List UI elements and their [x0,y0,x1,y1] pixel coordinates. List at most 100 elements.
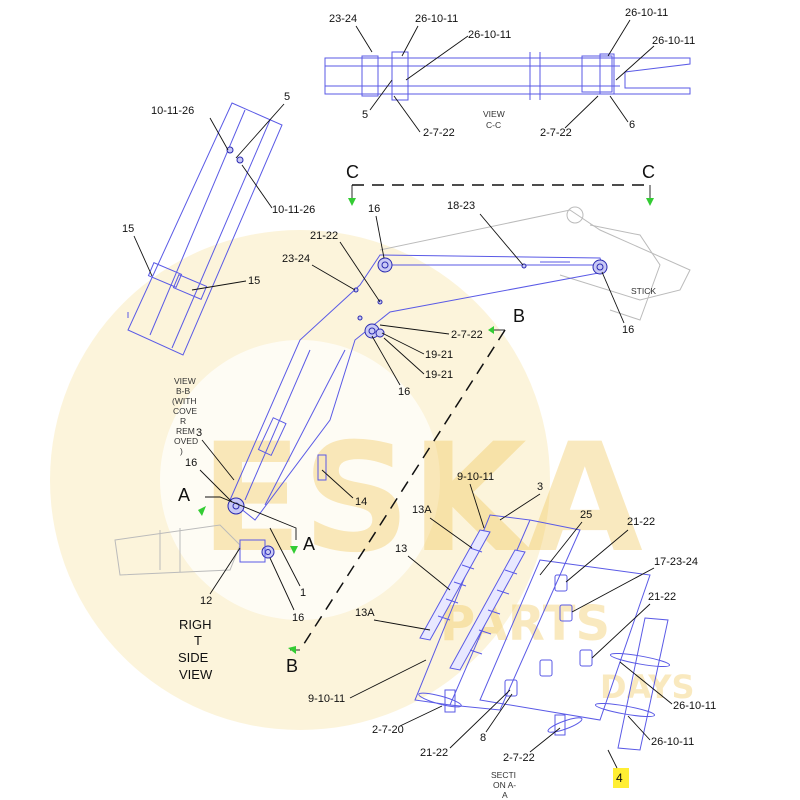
mark-c-left: C [346,162,359,182]
svg-text:(WITH: (WITH [172,396,197,406]
section-indicators: C C B B A A [178,162,655,676]
cylinder-4 [617,617,669,751]
bolt-group [504,574,593,697]
label-s-26-10-11-a: 26-10-11 [673,700,716,712]
label-cc-23-24: 23-24 [329,13,357,25]
label-s-13: 13 [395,543,407,555]
label-bb-3: 3 [196,427,202,439]
stick-ghost [379,209,691,301]
stick-label: STICK [631,286,656,296]
arrow-c-right-icon [646,198,654,206]
label-m-12: 12 [200,595,212,607]
label-cc-26-10-11-c: 26-10-11 [625,7,668,19]
svg-text:RIGH: RIGH [179,617,212,632]
label-s-8: 8 [480,732,486,744]
label-cc-2-7-22-b: 2-7-22 [540,127,572,139]
label-cc-6: 6 [629,119,635,131]
base-frame-ghost [114,524,241,576]
cover-plate-8 [479,559,651,721]
label-s-2-7-20: 2-7-20 [372,724,404,736]
arrow-a-left-icon [198,506,206,516]
mark-c-right: C [642,162,655,182]
label-s-9-10-11-a: 9-10-11 [457,471,494,483]
label-m-16-mid: 16 [398,386,410,398]
label-s-17-23-24: 17-23-24 [654,556,698,568]
svg-text:VIEW: VIEW [174,376,196,386]
label-bb-15-a: 15 [122,223,134,235]
label-s-13a-b: 13A [355,607,375,619]
section-line-bb [299,329,506,651]
label-m-16-left: 16 [185,457,197,469]
mark-b-top: B [513,306,525,326]
svg-text:OVED: OVED [174,436,198,446]
label-s-13a-a: 13A [412,504,432,516]
label-s-25: 25 [580,509,592,521]
arrow-b-top-icon [488,326,494,334]
right-side-view-caption: RIGH T SIDE VIEW [178,617,213,682]
cc-view-sub: C-C [486,120,501,130]
label-bb-10-11-26-b: 10-11-26 [272,204,315,216]
label-s-2-7-22: 2-7-22 [503,752,535,764]
highlight-part-4 [613,768,629,788]
label-cc-5: 5 [362,109,368,121]
svg-text:SECTI: SECTI [491,770,516,780]
label-s-4: 4 [616,771,623,785]
cc-bracket-mid [391,51,409,101]
label-bb-15-b: 15 [248,275,260,287]
watermark-brand: ESKA [200,412,643,586]
label-cc-26-10-11-b: 26-10-11 [468,29,511,41]
svg-text:A: A [502,790,508,800]
svg-text:): ) [180,446,183,456]
label-m-18-23: 18-23 [447,200,475,212]
svg-text:REM: REM [176,426,195,436]
label-cc-2-7-22-a: 2-7-22 [423,127,455,139]
wear-pad-13 [419,529,526,671]
label-m-14: 14 [355,496,367,508]
label-cc-26-10-11-a: 26-10-11 [415,13,458,25]
label-m-2-7-22: 2-7-22 [451,329,483,341]
mark-a-right: A [303,534,315,554]
cc-view-title: VIEW [483,109,505,119]
label-m-16-right: 16 [622,324,634,336]
main-assembly: STICK 16 18-23 21-22 [114,200,691,682]
section-aa-caption: SECTI ON A- A [491,770,516,800]
svg-text:R: R [180,416,186,426]
label-s-21-22-c: 21-22 [420,747,448,759]
svg-text:ON A-: ON A- [493,780,516,790]
cc-arm-outline [324,57,691,95]
section-aa: 9-10-11 3 13A 25 21-22 13 17-23-24 21-22… [308,471,716,800]
watermark-gear-hole [160,340,440,620]
label-m-16-top: 16 [368,203,380,215]
cc-bracket-left [361,55,379,97]
cc-bracket-right [581,55,613,93]
mark-a-left: A [178,485,190,505]
bb-cover-plate [127,102,283,356]
label-s-9-10-11-b: 9-10-11 [308,693,345,705]
svg-text:B-B: B-B [176,386,191,396]
section-line-aa [205,496,297,540]
label-s-21-22-a: 21-22 [627,516,655,528]
bb-view-caption: VIEW B-B (WITH COVE R REM OVED ) [172,376,198,456]
label-m-21-22: 21-22 [310,230,338,242]
label-m-23-24: 23-24 [282,253,310,265]
watermark: ESKA PARTS DAYS [50,230,694,730]
mark-b-bottom: B [286,656,298,676]
svg-text:T: T [194,633,202,648]
label-m-19-21-a: 19-21 [425,349,453,361]
view-cc: VIEW C-C 23-24 26-10-11 26-10-11 26-10-1… [324,7,695,139]
svg-text:COVE: COVE [173,406,197,416]
view-bb: 10-11-26 5 10-11-26 15 15 VIEW B-B (WITH… [122,91,315,481]
label-bb-5: 5 [284,91,290,103]
label-m-1: 1 [300,587,306,599]
arrow-a-right-icon [290,546,298,554]
arrow-b-bottom-icon [288,646,296,654]
arrow-c-left-icon [348,198,356,206]
label-s-26-10-11-b: 26-10-11 [651,736,694,748]
svg-text:VIEW: VIEW [179,667,213,682]
label-bb-10-11-26-a: 10-11-26 [151,105,194,117]
label-m-16-bottom: 16 [292,612,304,624]
label-m-19-21-b: 19-21 [425,369,453,381]
label-s-3: 3 [537,481,543,493]
